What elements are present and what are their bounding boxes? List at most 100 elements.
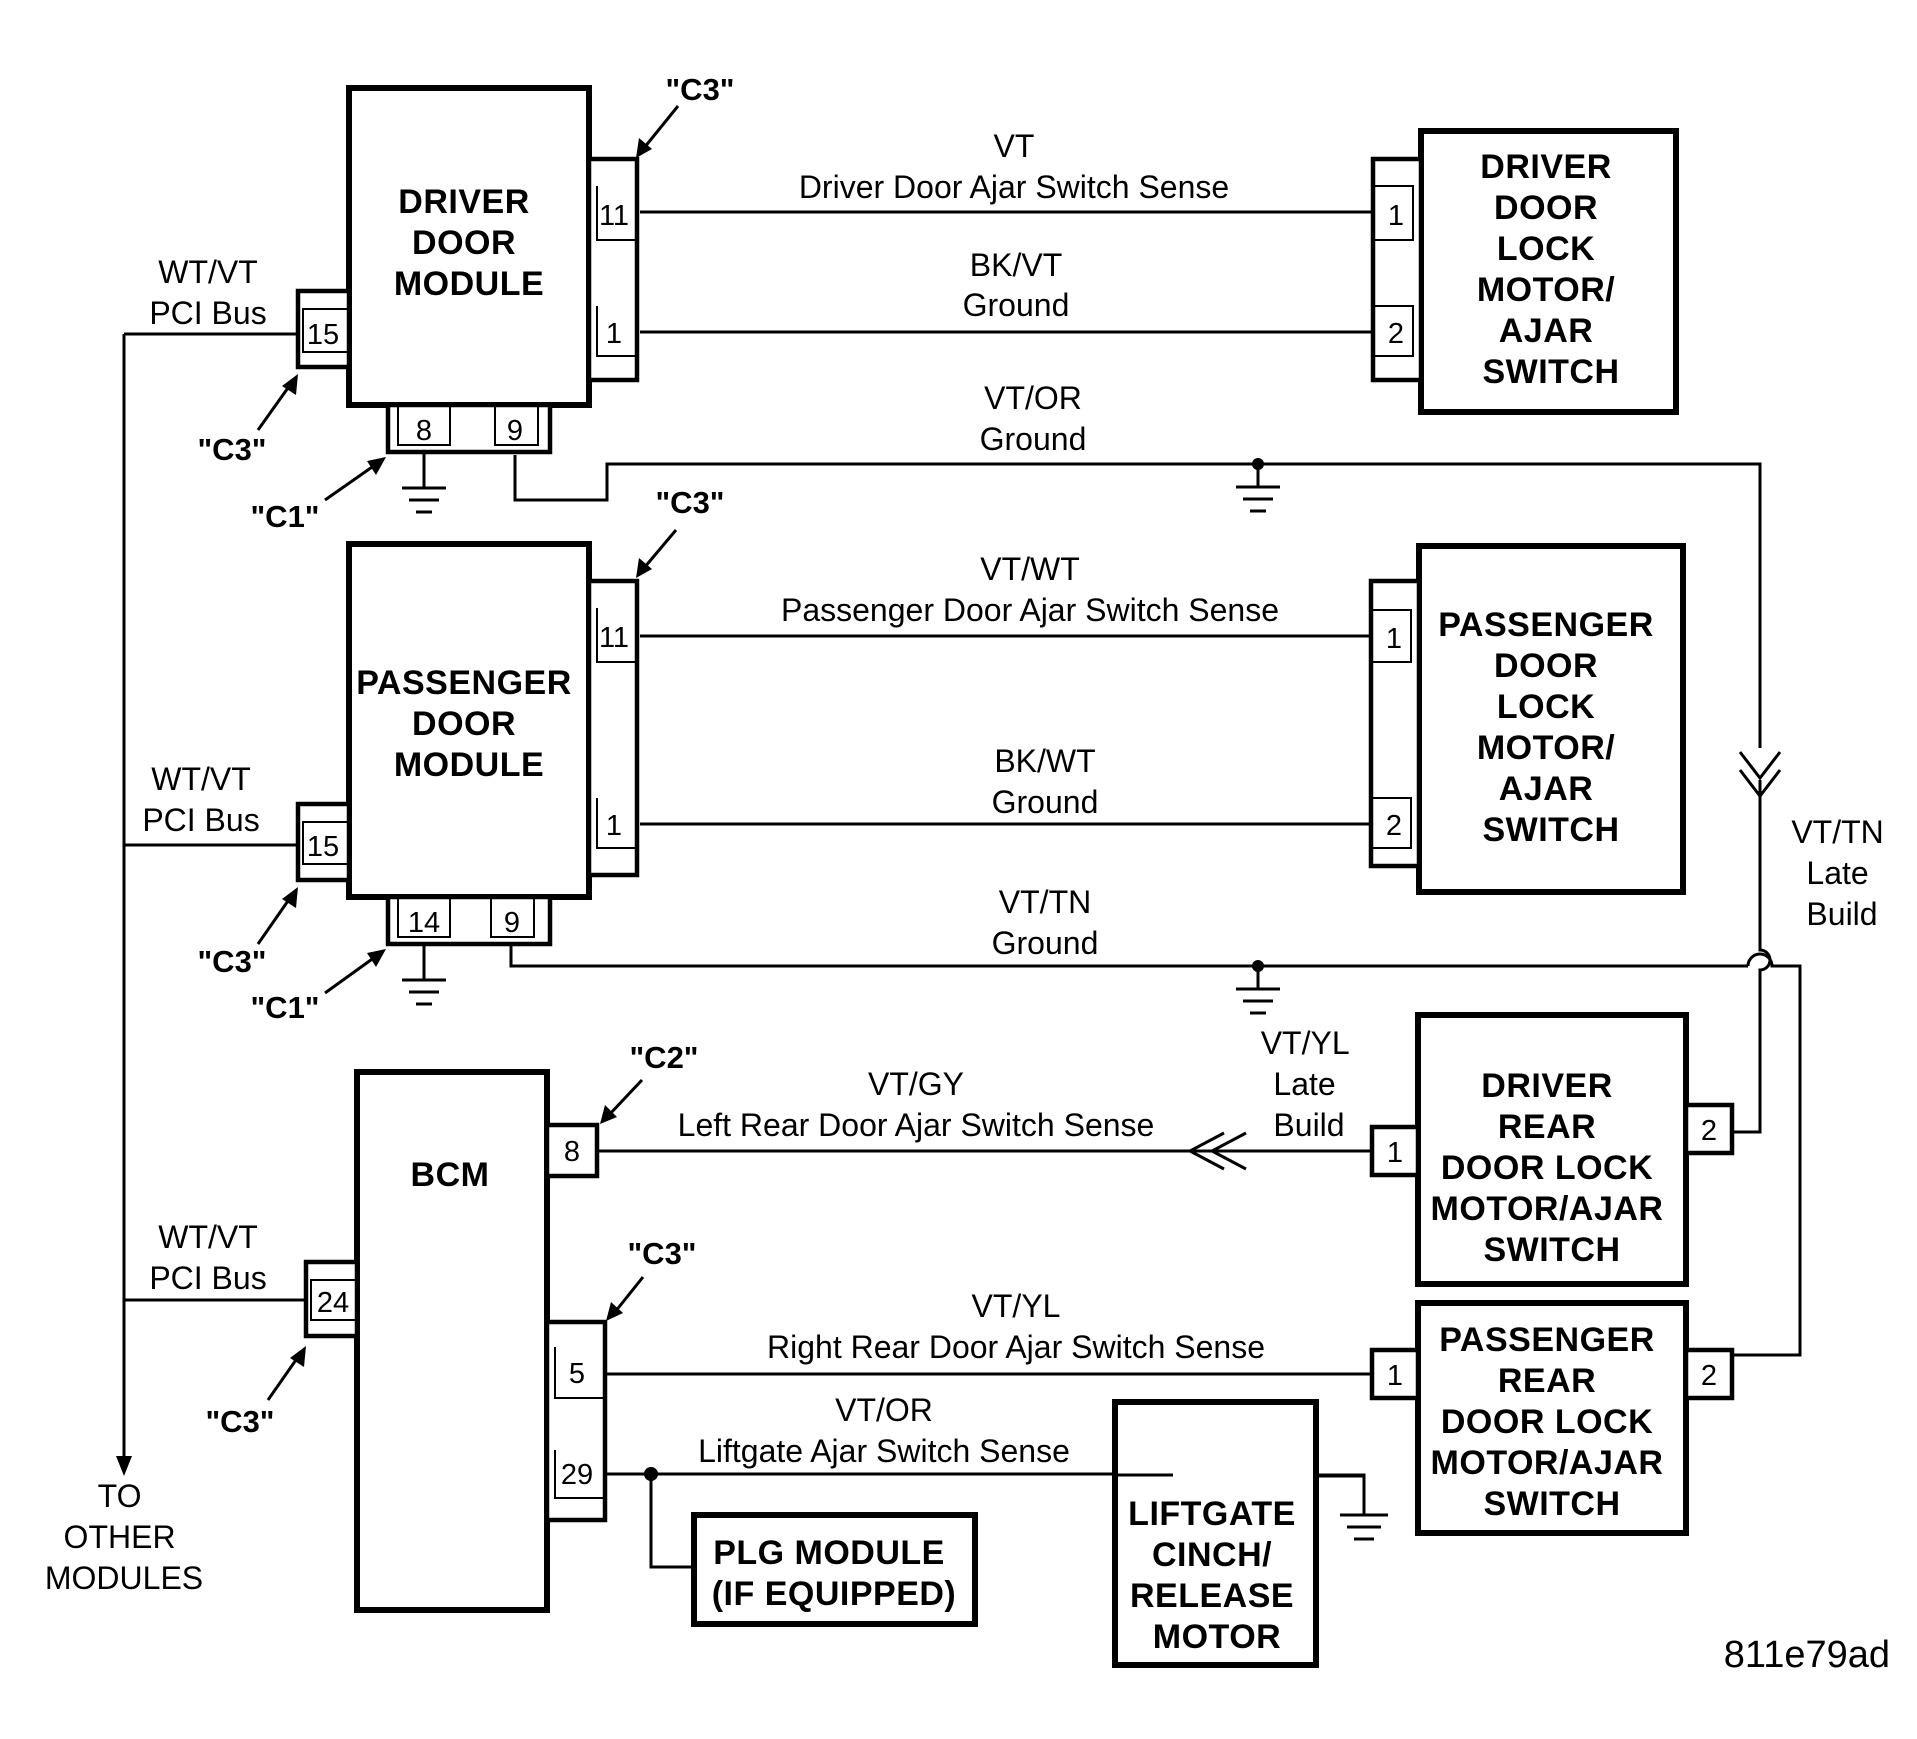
wire-color-label: WT/VT [158,254,258,290]
module-label: MODULE [394,746,544,784]
passenger-rear-door-lock-motor: PASSENGER REAR DOOR LOCK MOTOR/AJAR SWIT… [1369,1300,1735,1536]
pin-number: 1 [1386,623,1402,655]
module-label: DOOR [1494,189,1598,227]
module-label: DOOR [412,705,516,743]
pin-number: 29 [561,1459,593,1491]
wire-color-label: WT/VT [158,1219,258,1255]
to-other-modules-label: MODULES [45,1560,203,1596]
wire-color-label: VT/WT [980,551,1080,587]
module-label: DRIVER [398,183,529,221]
pin-number: 1 [1388,200,1404,232]
wire-desc-label: Left Rear Door Ajar Switch Sense [678,1107,1155,1143]
module-label: MOTOR/ [1477,271,1615,309]
passenger-door-module: PASSENGER DOOR MODULE 11 1 15 14 9 [295,541,640,1006]
wire-desc-label: Ground [963,287,1070,323]
driver-rear-door-lock-motor: DRIVER REAR DOOR LOCK MOTOR/AJAR SWITCH … [1369,1012,1735,1287]
svg-text:PASSENGER REAR DOO: PASSENGER REAR DOOR LOCK MOTOR/AJAR SWIT… [1431,1321,1674,1523]
module-label: REAR [1498,1362,1596,1400]
wire-driver-module-ground [513,455,1762,748]
driver-door-module: DRIVER DOOR MODULE 11 1 15 8 9 [295,85,640,514]
pin-number: 11 [599,622,629,654]
module-label: DOOR LOCK [1441,1149,1653,1187]
ground-symbol [402,452,446,514]
module-label: SWITCH [1483,1231,1620,1269]
svg-text:PLG MODULE (IF EQUIPPED): PLG MODULE (IF EQUIPPED) [712,1534,957,1613]
chevron-left-icon [1186,1131,1247,1171]
module-label: PASSENGER [1438,606,1653,644]
wire-desc-label: PCI Bus [149,1260,266,1296]
wire-desc-label: Driver Door Ajar Switch Sense [799,169,1229,205]
wire-desc-label: Ground [980,421,1087,457]
wire-plg-branch [649,1474,694,1569]
module-label: DRIVER [1480,148,1611,186]
module-label: LOCK [1497,230,1595,268]
wire-desc-label: Ground [992,784,1099,820]
pin-number: 15 [307,831,339,863]
module-label: DOOR [412,224,516,262]
pin-number: 5 [569,1358,585,1390]
driver-door-lock-motor: DRIVER DOOR LOCK MOTOR/ AJAR SWITCH 1 2 [1370,128,1679,415]
connector-label: "C3" [627,1236,696,1271]
passenger-door-lock-motor: PASSENGER DOOR LOCK MOTOR/ AJAR SWITCH 1… [1368,543,1686,895]
module-label: DRIVER [1481,1067,1612,1105]
module-label: MOTOR/ [1477,729,1615,767]
late-build-label: Late [1806,855,1868,891]
module-label: LIFTGATE [1128,1495,1296,1533]
pin-number: 15 [307,319,339,351]
ground-symbol [1236,960,1280,1015]
wire-desc-label: Right Rear Door Ajar Switch Sense [767,1329,1265,1365]
wire-desc-label: PCI Bus [149,295,266,331]
to-other-modules-label: OTHER [64,1519,176,1555]
wire-labels: VT Driver Door Ajar Switch Sense BK/VT G… [45,128,1884,1596]
connector-label: "C2" [629,1040,698,1075]
bcm-module: BCM 8 24 5 29 [303,1069,608,1613]
pin-number: 9 [504,907,520,939]
svg-text:DRIVER REAR DOOR L: DRIVER REAR DOOR LOCK MOTOR/AJAR SWITCH [1431,1067,1674,1269]
pin-number: 11 [599,200,629,232]
svg-text:PASSENGER DOOR MOD: PASSENGER DOOR MODULE [356,664,581,784]
connector-label: "C1" [250,990,319,1025]
connector-label: "C3" [197,944,266,979]
pin-number: 8 [564,1136,580,1168]
module-label: MOTOR [1153,1618,1281,1656]
module-label: REAR [1498,1108,1596,1146]
module-label: MOTOR/AJAR [1431,1444,1664,1482]
wire-passenger-module-ground [509,945,1748,968]
connector-label: "C3" [205,1404,274,1439]
wire-color-label: VT/YL [972,1288,1061,1324]
svg-text:LIFTGATE CINCH/ RE: LIFTGATE CINCH/ RELEASE MOTOR [1128,1495,1306,1656]
module-label: AJAR [1499,312,1594,350]
pin-number: 1 [1387,1137,1403,1169]
module-label: PASSENGER [1439,1321,1654,1359]
wire-passenger-module-ground-hop [1732,952,1802,1357]
plg-module: PLG MODULE (IF EQUIPPED) [691,1512,978,1627]
late-build-label: Build [1806,896,1877,932]
module-label: MODULE [394,265,544,303]
connector-label: "C3" [665,72,734,107]
pin-number: 24 [317,1287,349,1319]
pin-number: 1 [606,318,622,350]
wire-color-label: VT/GY [868,1066,964,1102]
svg-text:DRIVER DOOR LOCK: DRIVER DOOR LOCK MOTOR/ AJAR SWITCH [1477,148,1625,391]
late-build-label: VT/TN [1791,814,1883,850]
wires [116,210,1802,1569]
figure-id: 811e79ad [1724,1634,1890,1676]
svg-text:PASSENGER DOOR LOC: PASSENGER DOOR LOCK MOTOR/ AJAR SWITCH [1438,606,1663,849]
late-build-label: VT/YL [1261,1025,1349,1061]
wire-color-label: BK/WT [994,743,1095,779]
module-label: LOCK [1497,688,1595,726]
wire-desc-label: Liftgate Ajar Switch Sense [698,1433,1070,1469]
connector-label: "C1" [250,499,319,534]
pin-number: 2 [1701,1360,1717,1392]
module-label: SWITCH [1482,353,1619,391]
pin-number: 2 [1386,810,1402,842]
pin-number: 14 [408,907,440,939]
liftgate-cinch-release-motor: LIFTGATE CINCH/ RELEASE MOTOR [1112,1399,1319,1668]
to-other-modules-label: TO [98,1478,142,1514]
wire-desc-label: PCI Bus [142,802,259,838]
module-label: MOTOR/AJAR [1431,1190,1664,1228]
module-label: SWITCH [1483,1485,1620,1523]
wire-color-label: BK/VT [970,247,1062,283]
connector-callouts: "C3" "C3" "C1" "C3" "C3" "C1" "C2" "C3" … [197,72,734,1439]
pin-number: 2 [1388,318,1404,350]
